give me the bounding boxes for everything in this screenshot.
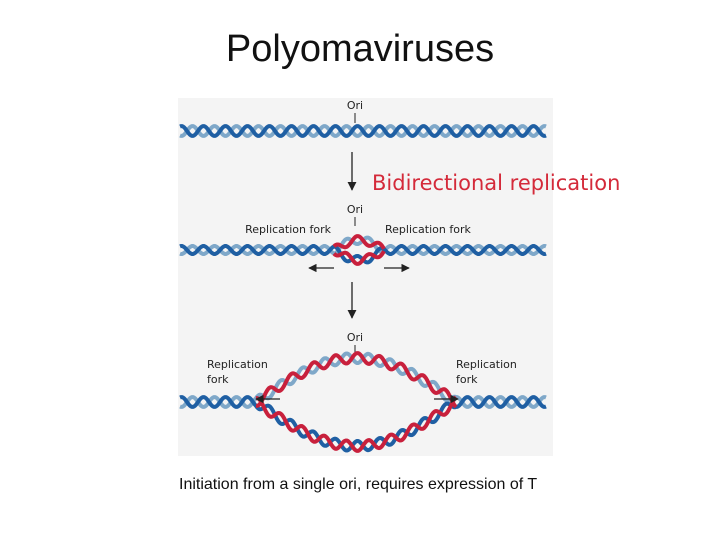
- replication-fork-label-right-3a: Replication: [456, 358, 517, 371]
- stage1-duplex: [179, 124, 547, 138]
- replication-fork-label-right-3b: fork: [456, 373, 478, 386]
- ori-label-1: Ori: [347, 99, 363, 112]
- bidirectional-heading: Bidirectional replication: [372, 171, 620, 195]
- slide-title: Polyomaviruses: [225, 28, 495, 70]
- stage3-duplex: [179, 351, 547, 453]
- replication-fork-label-left-3a: Replication: [207, 358, 268, 371]
- replication-fork-label-left: Replication fork: [245, 223, 331, 236]
- ori-label-2: Ori: [347, 203, 363, 216]
- replication-fork-label-left-3b: fork: [207, 373, 229, 386]
- stage2-duplex: [179, 234, 547, 266]
- caption: Initiation from a single ori, requires e…: [179, 476, 538, 493]
- replication-fork-label-right: Replication fork: [385, 223, 471, 236]
- parental-strand-dark: [179, 124, 547, 138]
- ori-label-3: Ori: [347, 331, 363, 344]
